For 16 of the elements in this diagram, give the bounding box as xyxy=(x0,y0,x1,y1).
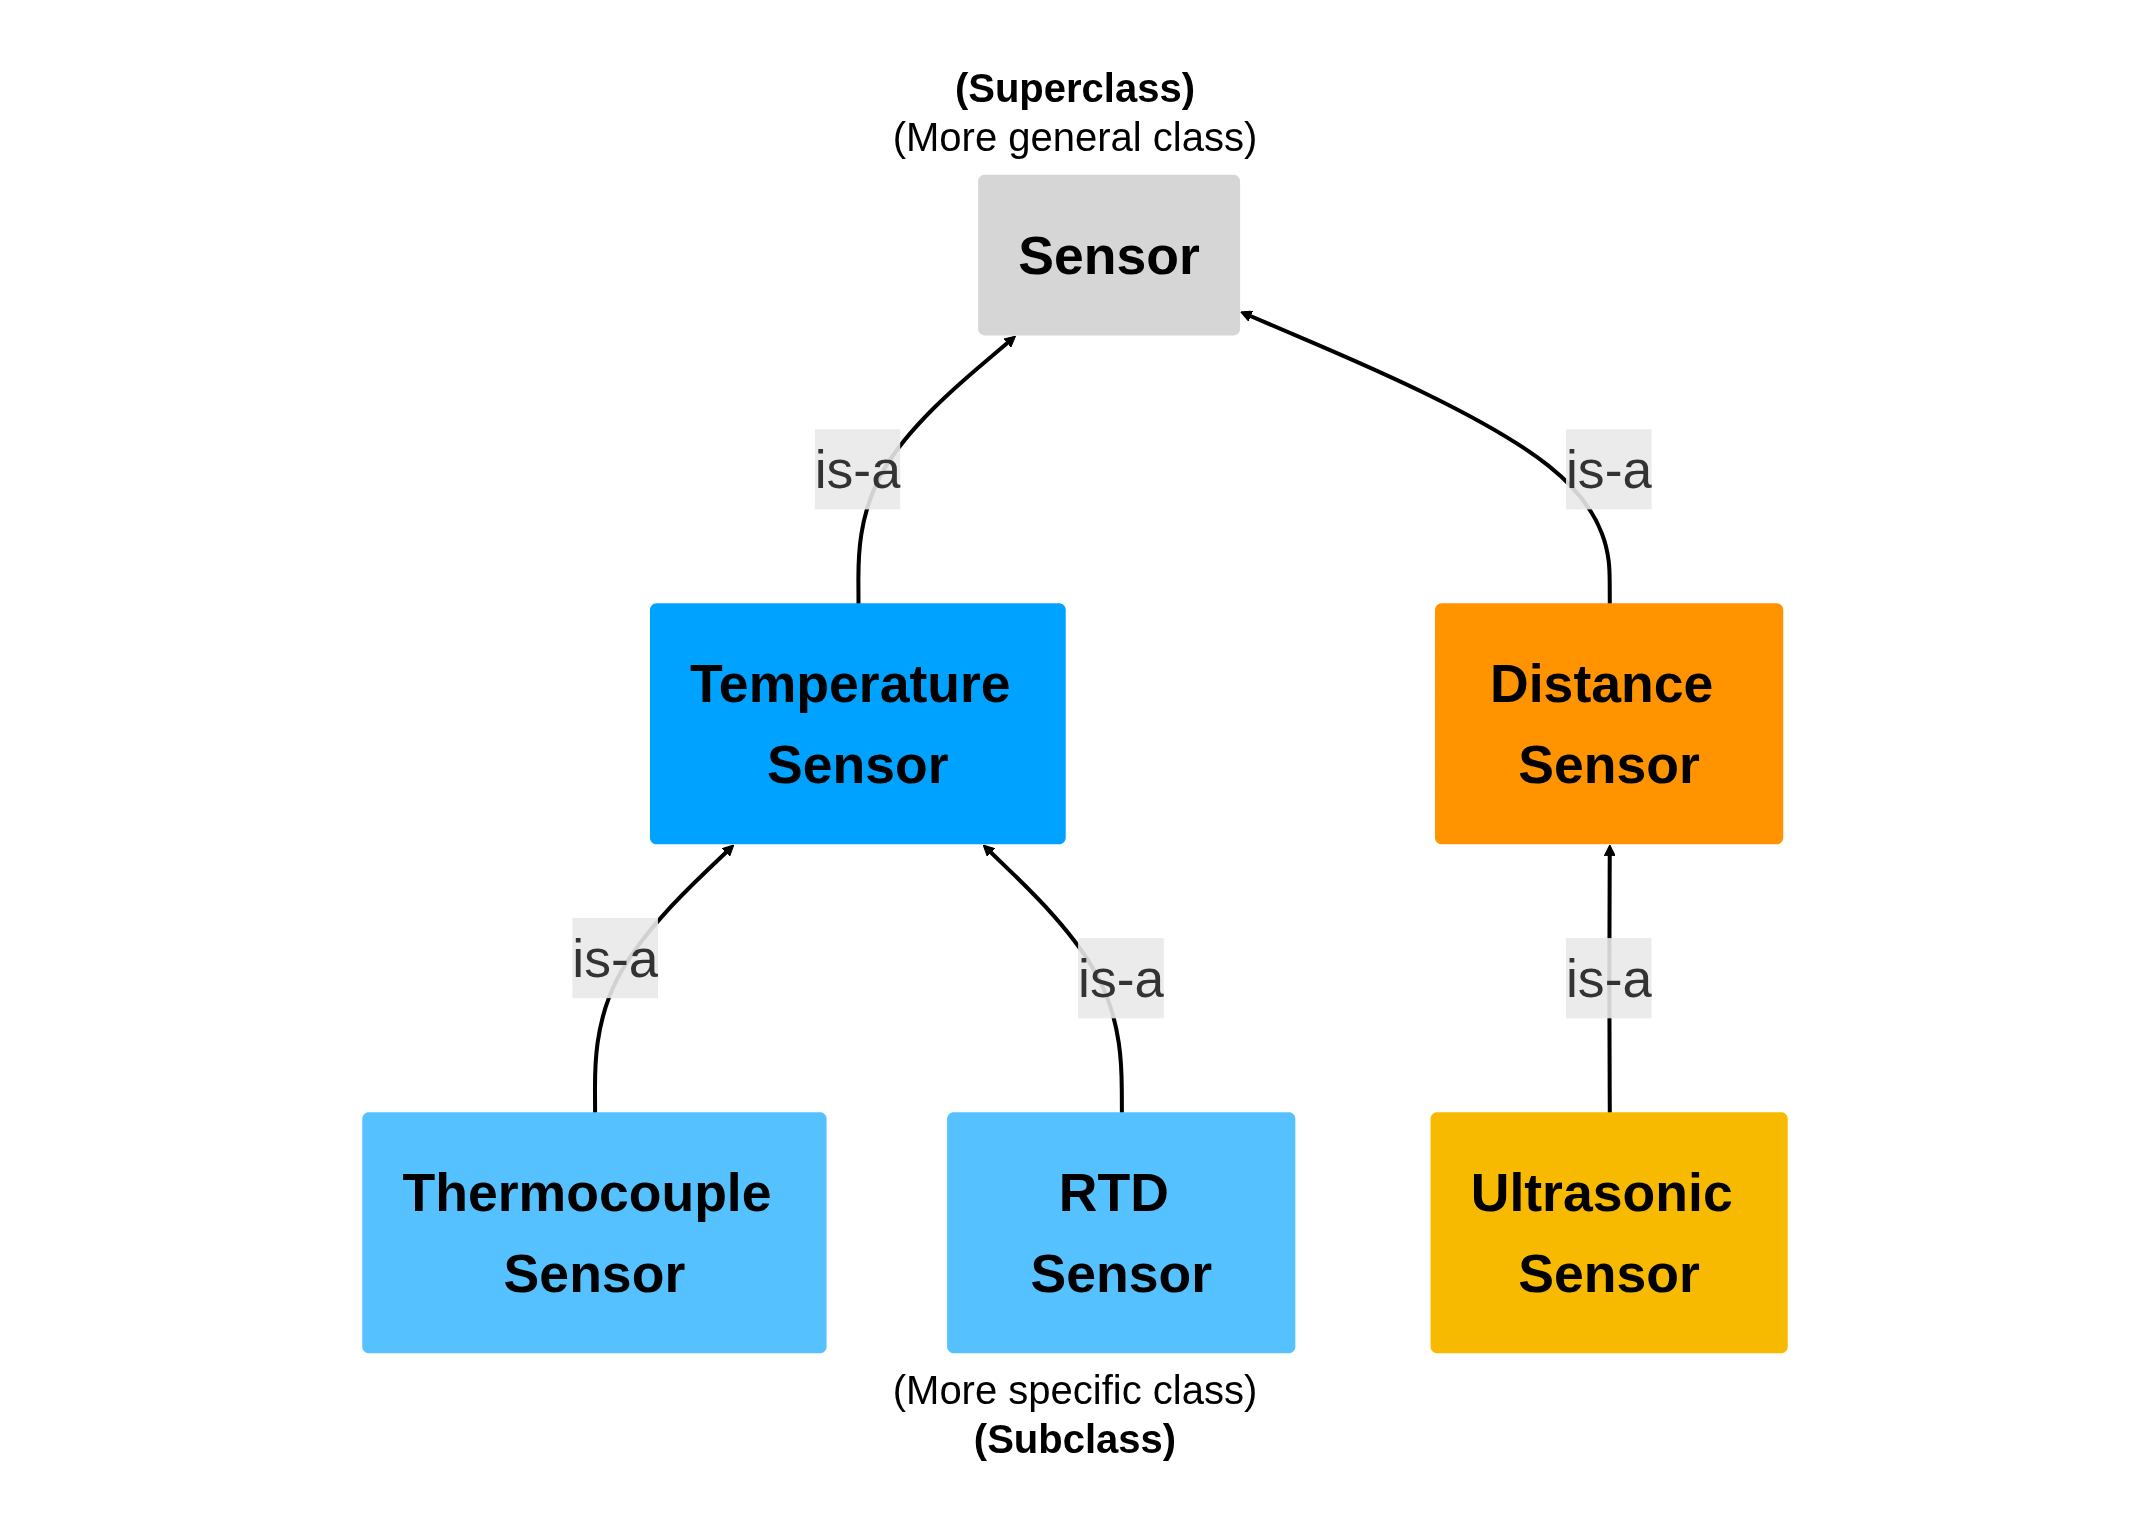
node-box: Distance Sensor xyxy=(1435,602,1784,844)
class-role-label: (Subclass) xyxy=(972,1416,1178,1462)
edge-label: is-a xyxy=(814,439,901,499)
node-box: Ultrasonic Sensor xyxy=(1430,1111,1788,1353)
node-box: Temperature Sensor xyxy=(649,602,1066,844)
class-role-label: (Superclass) xyxy=(953,65,1197,111)
arrow xyxy=(1240,310,1612,604)
class-note: (More general class) xyxy=(892,114,1258,160)
class-note: (More specific class) xyxy=(892,1367,1258,1413)
node-box: RTD Sensor xyxy=(947,1111,1296,1353)
edge-label: is-a xyxy=(1565,439,1653,499)
edge-label: is-a xyxy=(572,928,659,988)
node-box: Sensor xyxy=(978,174,1241,335)
edge-label: is-a xyxy=(1078,948,1165,1008)
node-box: Thermocouple Sensor xyxy=(362,1111,827,1353)
edge-label: is-a xyxy=(1565,948,1653,1008)
